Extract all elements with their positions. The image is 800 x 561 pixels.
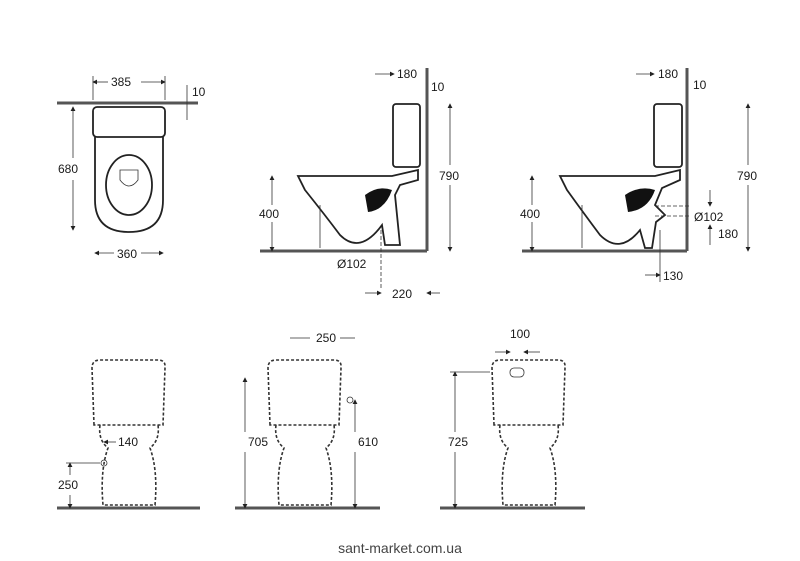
bowl-outline <box>558 168 681 249</box>
dim-400: 400 <box>520 207 540 221</box>
seat-outline <box>105 154 153 216</box>
dim-385: 385 <box>111 75 131 89</box>
dim-705: 705 <box>248 435 268 449</box>
dim-250: 250 <box>58 478 78 492</box>
tank-outline <box>267 359 342 426</box>
tank-outline <box>392 103 421 168</box>
dim-220: 220 <box>392 287 412 301</box>
top-view: 385 10 680 360 <box>57 75 206 261</box>
dim-250: 250 <box>316 331 336 345</box>
dim-790: 790 <box>439 169 459 183</box>
dim-180: 180 <box>397 67 417 81</box>
tank-outline <box>92 106 166 138</box>
dim-100: 100 <box>510 327 530 341</box>
dim-400: 400 <box>259 207 279 221</box>
dim-360: 360 <box>117 247 137 261</box>
dim-680: 680 <box>58 162 78 176</box>
dim-790: 790 <box>737 169 757 183</box>
dim-outlet-diameter: Ø102 <box>337 257 367 271</box>
front-view-2: 250 705 610 <box>235 331 380 510</box>
dim-10: 10 <box>693 78 707 92</box>
dim-140: 140 <box>118 435 138 449</box>
dim-130: 130 <box>663 269 683 283</box>
tank-outline <box>653 103 683 168</box>
dim-180-height: 180 <box>718 227 738 241</box>
dim-10: 10 <box>192 85 206 99</box>
dim-610: 610 <box>358 435 378 449</box>
side-view-wall-outlet: 180 10 790 400 Ø102 180 130 <box>520 67 757 283</box>
front-view-3: 100 725 <box>440 327 585 510</box>
dim-725: 725 <box>448 435 468 449</box>
dim-outlet-diameter: Ø102 <box>694 210 724 224</box>
bowl-outline <box>94 137 164 233</box>
side-view-floor-outlet: 180 10 790 400 Ø102 220 <box>259 67 459 301</box>
pedestal-outline <box>498 424 560 506</box>
front-view-1: 140 250 <box>57 359 200 510</box>
pedestal-outline <box>274 424 336 506</box>
dim-10: 10 <box>431 80 445 94</box>
tank-outline <box>491 359 566 426</box>
bowl-outline <box>296 168 419 246</box>
watermark: sant-market.com.ua <box>338 540 462 556</box>
flush-button <box>509 367 525 378</box>
tank-outline <box>91 359 166 426</box>
dim-180: 180 <box>658 67 678 81</box>
